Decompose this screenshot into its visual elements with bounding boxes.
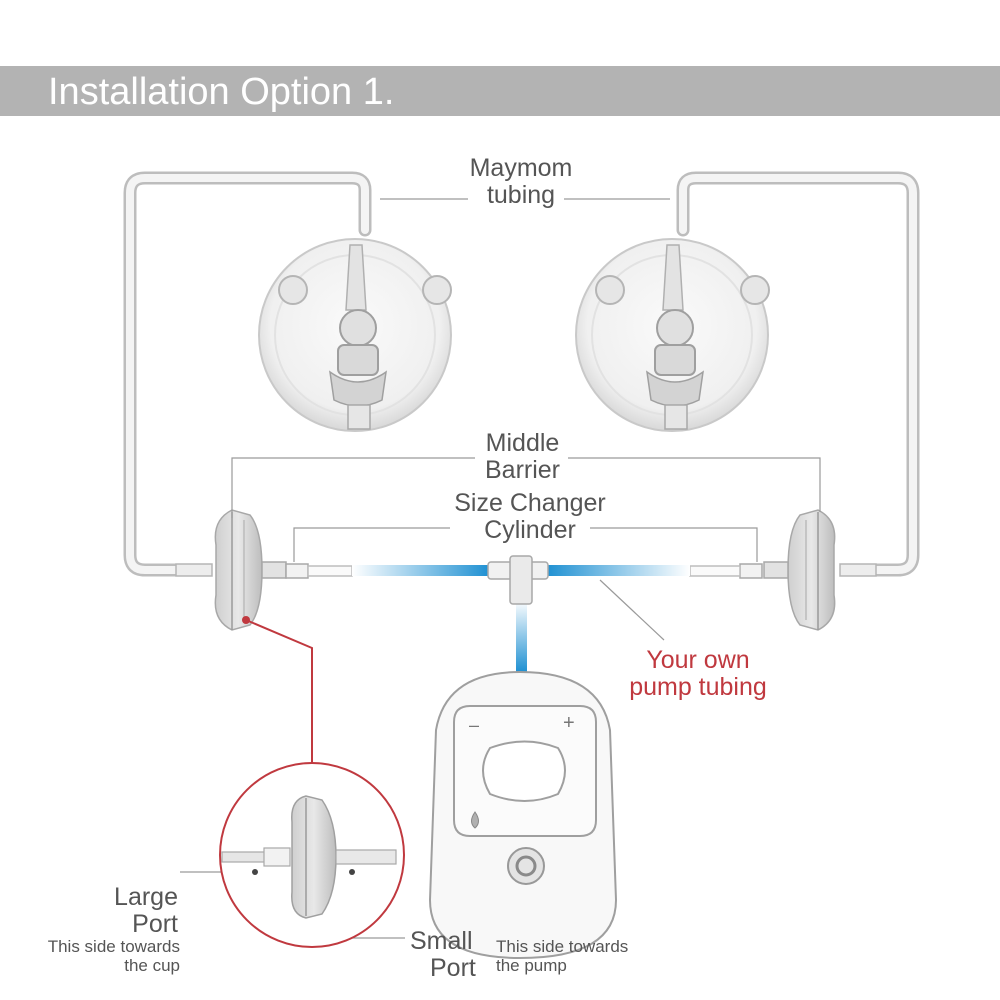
minus-button[interactable]: – [469,715,480,735]
breast-cup-right [575,238,770,432]
middle-barrier-left [175,509,287,631]
plus-button[interactable]: + [563,712,575,734]
power-icon[interactable] [507,847,545,885]
barrier-detail-zoom [221,795,397,919]
small-port-label: Small Port [410,927,476,982]
pump-tubing [352,565,690,672]
middle-barrier-label: Middle Barrier [484,429,560,484]
large-port-label: Large Port [114,883,178,938]
pump-device [428,670,618,960]
droplet-icon [471,811,479,829]
maymom-tubing-right [676,171,920,577]
size-changer-cylinder-label: Size Changer Cylinder [454,489,606,544]
small-port-note: This side towards the pump [496,937,629,975]
large-port-note: This side towards the cup [47,937,180,975]
page-title: Installation Option 1. [48,71,395,113]
header-bar: Installation Option 1. [0,66,1000,116]
maymom-tubing-label: Maymom tubing [469,154,573,209]
size-changer-cylinder-left [285,563,353,579]
breast-cup-left [258,238,452,432]
t-connector [487,555,549,605]
maymom-tubing-left [123,171,372,577]
pump-tubing-label: Your own pump tubing [629,646,767,701]
leader-lines [180,198,821,939]
middle-barrier-right [763,509,877,631]
size-changer-cylinder-right [689,563,763,579]
